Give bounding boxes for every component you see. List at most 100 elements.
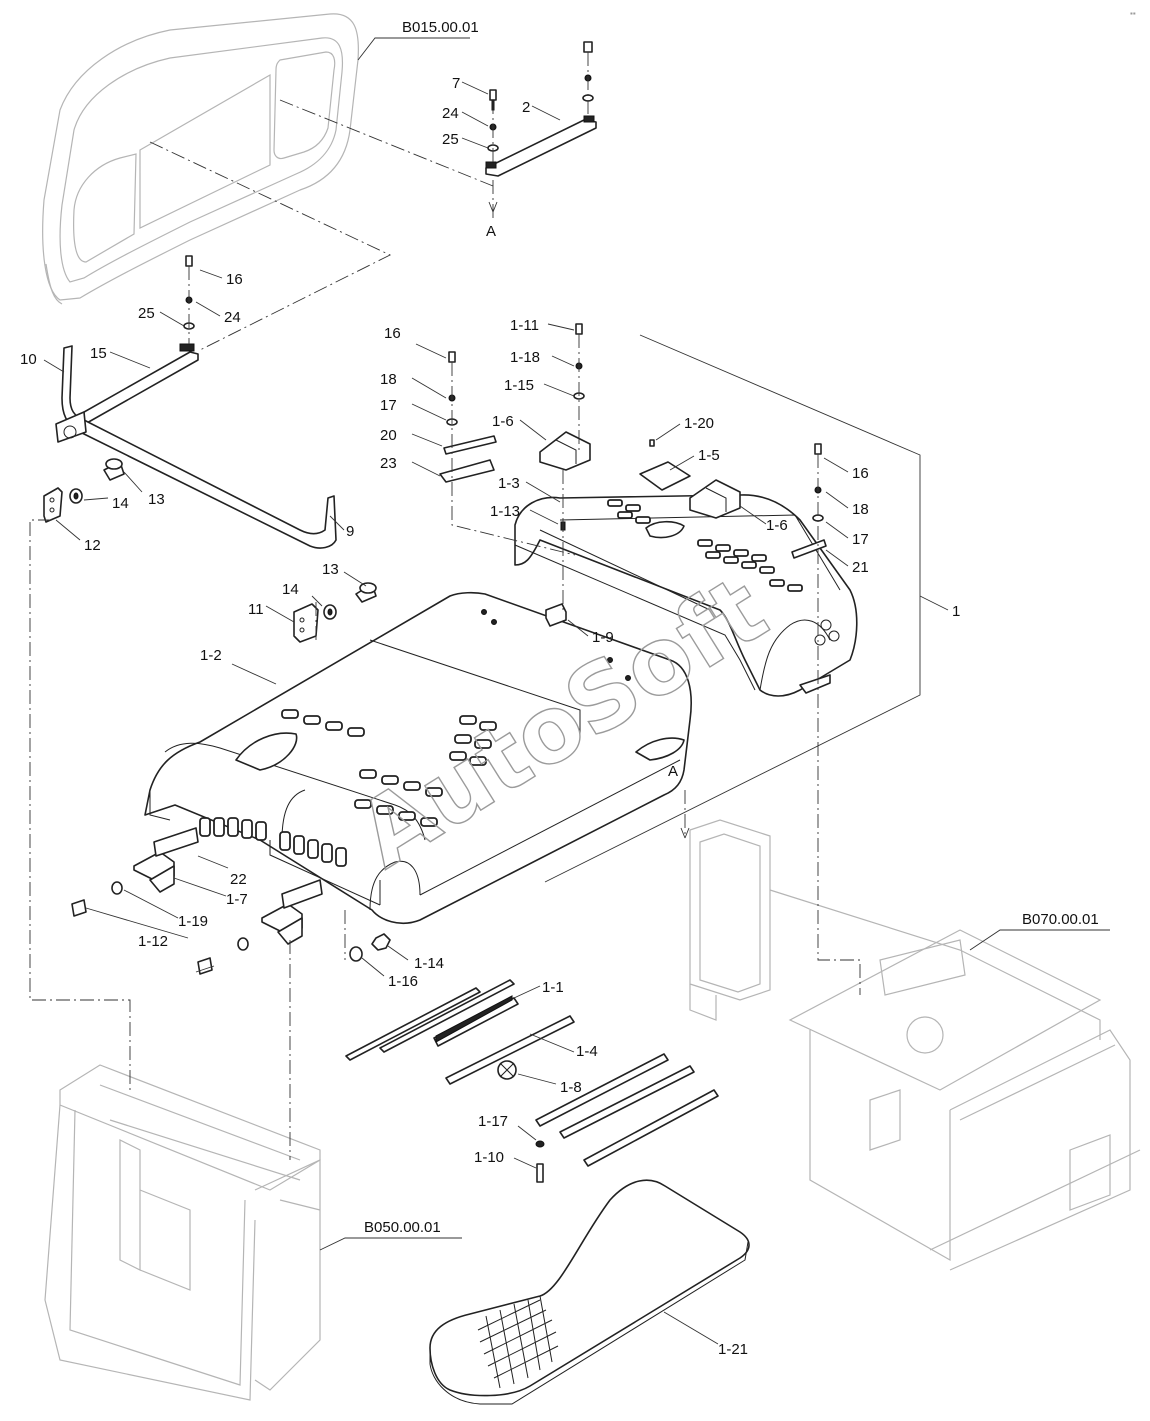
cab-frame-b050	[44, 1064, 321, 1401]
washer-14-upper	[69, 488, 83, 504]
corner-mark: ▪▪	[1130, 9, 1136, 18]
reference-labels: B015.00.01 B070.00.01 B050.00.01	[364, 19, 1099, 1236]
block-1-9	[545, 603, 567, 627]
screw-1-20	[649, 439, 655, 447]
callout: 1	[952, 603, 960, 620]
callout: 22	[230, 871, 247, 888]
callout: 16	[852, 465, 869, 482]
bracket-11	[293, 603, 319, 643]
callout: 1-17	[478, 1113, 508, 1130]
callout: 1-2	[200, 647, 222, 664]
bolt-13-lower	[355, 582, 377, 603]
callout: 1-15	[504, 377, 534, 394]
leader-lines	[43, 37, 1110, 1345]
roof-vent-slots	[199, 709, 497, 867]
arrow-a-top	[488, 201, 498, 213]
washer-1-16	[349, 946, 363, 962]
callout: 11	[248, 601, 264, 618]
callout: 1-7	[226, 891, 248, 908]
plate-20	[443, 435, 497, 455]
callout: 25	[138, 305, 155, 322]
chain-lines	[29, 52, 861, 1160]
washer-14-lower	[323, 604, 337, 620]
cover-1-5	[639, 461, 691, 491]
callout: 1-16	[388, 973, 418, 990]
roof-panel-1-2	[144, 591, 692, 925]
callout: 23	[380, 455, 397, 472]
engine-frame-b070	[689, 819, 1141, 1271]
callout: 1-18	[510, 349, 540, 366]
callout: 1-3	[498, 475, 520, 492]
callout: 17	[380, 397, 397, 414]
callout: 21	[852, 559, 869, 576]
headliner-1-21	[429, 1179, 750, 1405]
callout: 2	[522, 99, 530, 116]
callout: 7	[452, 75, 460, 92]
callout: A	[486, 223, 496, 240]
callout: 1-13	[490, 503, 520, 520]
reference-label-b015: B015.00.01	[402, 19, 479, 36]
callout: 10	[20, 351, 37, 368]
callout: 9	[346, 523, 354, 540]
hinge-1-7-left	[133, 851, 175, 893]
arrow-a-mid	[680, 827, 690, 839]
callout: 15	[90, 345, 107, 362]
hinge-1-7-right	[261, 903, 303, 945]
rear-window-frame-b015	[42, 13, 359, 305]
callout: 18	[852, 501, 869, 518]
callout: 1-14	[414, 955, 444, 972]
callout: 1-6	[766, 517, 788, 534]
callout-labels: 7 24 25 2 A 16 25 24 10 15 13 14 12 9 13…	[20, 75, 960, 1358]
callout: 1-4	[576, 1043, 598, 1060]
plate-21	[791, 539, 827, 559]
callout: 13	[322, 561, 339, 578]
handrail-10-9	[55, 345, 337, 549]
callout: 16	[226, 271, 243, 288]
reference-label-b070: B070.00.01	[1022, 911, 1099, 928]
washers-1-19	[111, 881, 249, 951]
callout: 1-9	[592, 629, 614, 646]
callout: 13	[148, 491, 165, 508]
callout: 1-20	[684, 415, 714, 432]
rear-vent-slots	[607, 499, 803, 592]
hinge-1-6-right	[689, 479, 741, 519]
callout: 24	[442, 105, 459, 122]
plate-23	[439, 459, 495, 483]
hinge-1-6-left	[539, 431, 591, 471]
callout: 1-8	[560, 1079, 582, 1096]
callout: 16	[384, 325, 401, 342]
callout: 1-1	[542, 979, 564, 996]
bolt-13-upper	[103, 458, 125, 481]
plate-22-left	[153, 827, 199, 857]
callout: 1-10	[474, 1149, 504, 1166]
screw-1-10	[536, 1163, 544, 1183]
bolt-7	[489, 89, 497, 111]
callout: 1-11	[510, 317, 539, 334]
callout: 17	[852, 531, 869, 548]
nut-1-14	[371, 933, 391, 951]
callout: 25	[442, 131, 459, 148]
grommet-1-8	[497, 1060, 517, 1080]
headliner-mesh	[477, 1295, 559, 1389]
callout: 1-6	[492, 413, 514, 430]
bolt-top-right	[582, 41, 594, 102]
callout: 20	[380, 427, 397, 444]
callout: 1-5	[698, 447, 720, 464]
callout: 14	[112, 495, 129, 512]
callout: 1-12	[138, 933, 168, 950]
plate-22-right	[281, 879, 323, 909]
callout: 14	[282, 581, 299, 598]
bracket-2	[485, 115, 597, 177]
callout: A	[668, 763, 678, 780]
callout: 18	[380, 371, 397, 388]
strips-1-1-1-4	[345, 979, 719, 1167]
callout: 12	[84, 537, 101, 554]
callout: 24	[224, 309, 241, 326]
callout: 1-19	[178, 913, 208, 930]
washer-1-17	[535, 1140, 545, 1148]
bracket-12	[43, 487, 63, 523]
callout: 1-21	[718, 1341, 748, 1358]
reference-label-b050: B050.00.01	[364, 1219, 441, 1236]
